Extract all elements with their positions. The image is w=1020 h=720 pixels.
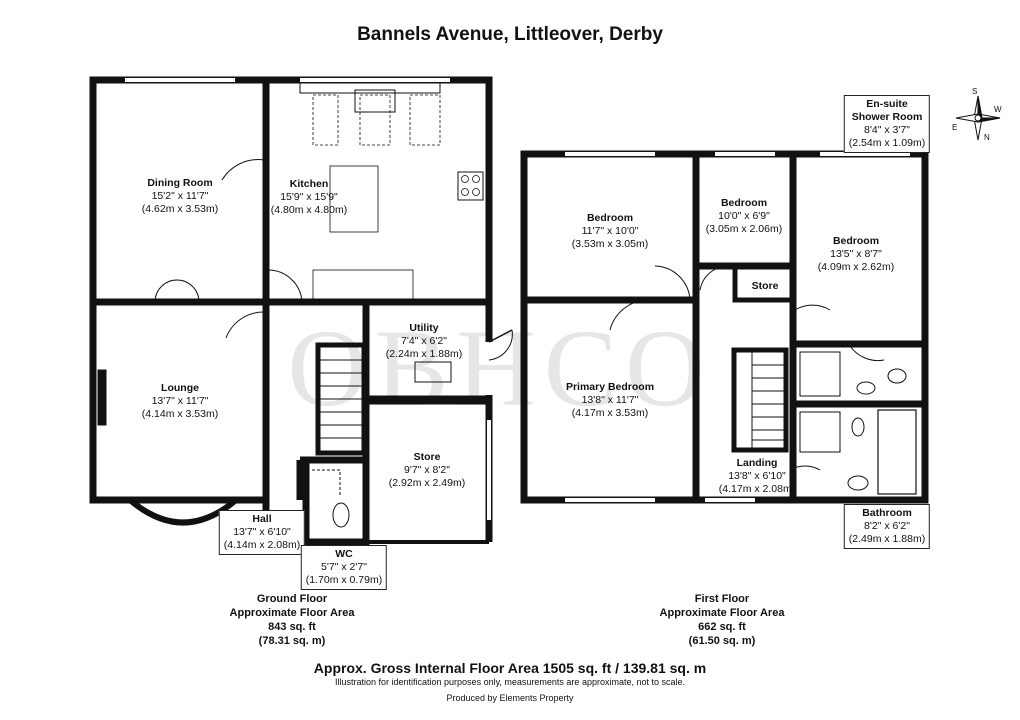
- first-stair-treads: [751, 350, 786, 450]
- room-size-metric: (4.09m x 2.62m): [817, 261, 895, 273]
- room-label-wc: WC 5'7" x 2'7" (1.70m x 0.79m): [300, 545, 388, 590]
- room-size-metric: (3.53m x 3.05m): [571, 238, 649, 250]
- room-size-imperial: 13'7" x 6'10": [233, 526, 291, 538]
- room-label-store-ground: Store 9'7" x 8'2" (2.92m x 2.49m): [389, 451, 465, 490]
- room-name: Bedroom: [832, 235, 880, 247]
- room-name: Lounge: [161, 382, 199, 394]
- room-label-landing: Landing 13'8" x 6'10" (4.17m x 2.08m): [719, 457, 795, 496]
- room-size-imperial: 5'7" x 2'7": [321, 561, 367, 573]
- room-name: Utility: [409, 322, 439, 334]
- room-size-imperial: 10'0" x 6'9": [718, 210, 770, 222]
- room-size-metric: (2.54m x 1.09m): [848, 137, 926, 149]
- room-size-metric: (4.80m x 4.80m): [270, 204, 348, 216]
- compass: S W E N: [952, 87, 1002, 142]
- room-label-ensuite: En-suite Shower Room 8'4" x 3'7" (2.54m …: [843, 95, 931, 153]
- room-name: Kitchen: [289, 178, 329, 190]
- room-size-imperial: 15'9" x 15'9": [280, 191, 338, 203]
- room-name: Landing: [736, 457, 778, 469]
- kitchen-island: [329, 165, 379, 233]
- ground-floor-caption: Ground Floor Approximate Floor Area 843 …: [230, 592, 355, 648]
- room-size-imperial: 9'7" x 8'2": [404, 464, 450, 476]
- bathroom-shower: [799, 411, 841, 453]
- room-label-hall: Hall 13'7" x 6'10" (4.14m x 2.08m): [218, 510, 306, 555]
- room-name: Store: [413, 451, 441, 463]
- room-size-imperial: 15'2" x 11'7": [151, 190, 209, 202]
- caption-line2: Approximate Floor Area: [229, 607, 355, 619]
- produced-by: Produced by Elements Property: [446, 693, 574, 703]
- room-size-metric: (4.17m x 3.53m): [571, 407, 649, 419]
- bathroom-walls: [789, 400, 929, 504]
- room-size-metric: (2.24m x 1.88m): [385, 348, 463, 360]
- ensuite-shower: [799, 351, 841, 397]
- ground-stair-treads: [318, 359, 364, 439]
- room-label-bedroom2: Bedroom 10'0" x 6'9" (3.05m x 2.06m): [706, 197, 782, 236]
- wc-walls: [302, 456, 370, 546]
- room-size-imperial: 13'7" x 11'7": [151, 395, 209, 407]
- room-size-metric: (1.70m x 0.79m): [305, 574, 383, 586]
- first-floor-caption: First Floor Approximate Floor Area 662 s…: [660, 592, 785, 648]
- plan-title: Bannels Avenue, Littleover, Derby: [357, 24, 663, 45]
- bath: [877, 409, 917, 495]
- first-stairs: [731, 347, 789, 453]
- room-size-imperial: 7'4" x 6'2": [401, 335, 447, 347]
- room-name: Store: [751, 280, 779, 292]
- caption-line3: 843 sq. ft: [268, 621, 316, 633]
- caption-line4: (61.50 sq. m): [688, 635, 756, 647]
- gross-floor-area: Approx. Gross Internal Floor Area 1505 s…: [313, 660, 707, 676]
- utility-sink: [414, 361, 452, 383]
- room-size-metric: (2.92m x 2.49m): [388, 477, 466, 489]
- room-label-bedroom3: Bedroom 13'5" x 8'7" (4.09m x 2.62m): [818, 235, 894, 274]
- room-size-imperial: 11'7" x 10'0": [581, 225, 639, 237]
- caption-line1: First Floor: [694, 593, 750, 605]
- caption-line4: (78.31 sq. m): [258, 635, 326, 647]
- compass-s: S: [972, 87, 977, 96]
- hob: [457, 171, 484, 201]
- room-size-imperial: 13'8" x 11'7": [581, 394, 639, 406]
- compass-n: N: [984, 133, 990, 142]
- room-label-dining: Dining Room 15'2" x 11'7" (4.62m x 3.53m…: [142, 177, 218, 216]
- room-label-store-first: Store: [752, 280, 779, 293]
- room-label-bathroom: Bathroom 8'2" x 6'2" (2.49m x 1.88m): [843, 504, 931, 549]
- room-label-kitchen: Kitchen 15'9" x 15'9" (4.80m x 4.80m): [271, 178, 347, 217]
- room-label-primary-bedroom: Primary Bedroom 13'8" x 11'7" (4.17m x 3…: [566, 381, 654, 420]
- caption-line3: 662 sq. ft: [698, 621, 746, 633]
- room-size-imperial: 13'8" x 6'10": [728, 470, 786, 482]
- room-size-metric: (4.14m x 3.53m): [141, 408, 219, 420]
- room-size-imperial: 13'5" x 8'7": [830, 248, 882, 260]
- room-size-metric: (4.62m x 3.53m): [141, 203, 219, 215]
- kitchen-sink: [354, 89, 396, 113]
- room-name: Bedroom: [720, 197, 768, 209]
- room-name: WC: [335, 548, 353, 560]
- caption-line1: Ground Floor: [256, 593, 328, 605]
- room-name-line2: Shower Room: [851, 111, 923, 123]
- watermark: OBHCO: [287, 307, 712, 429]
- caption-line2: Approximate Floor Area: [659, 607, 785, 619]
- room-name: Dining Room: [147, 177, 213, 189]
- room-label-bedroom1: Bedroom 11'7" x 10'0" (3.53m x 3.05m): [572, 212, 648, 251]
- room-name: Bathroom: [862, 507, 912, 519]
- room-size-imperial: 8'2" x 6'2": [864, 520, 910, 532]
- room-label-lounge: Lounge 13'7" x 11'7" (4.14m x 3.53m): [142, 382, 218, 421]
- room-name: Bedroom: [586, 212, 634, 224]
- bay-window-inner: [133, 502, 233, 521]
- room-size-metric: (4.17m x 2.08m): [718, 483, 796, 495]
- room-label-utility: Utility 7'4" x 6'2" (2.24m x 1.88m): [386, 322, 462, 361]
- room-size-imperial: 8'4" x 3'7": [864, 124, 910, 136]
- room-size-metric: (3.05m x 2.06m): [705, 223, 783, 235]
- room-name: Hall: [252, 513, 272, 525]
- room-name: Primary Bedroom: [565, 381, 655, 393]
- disclaimer: Illustration for identification purposes…: [334, 677, 685, 687]
- room-name: En-suite: [866, 98, 908, 110]
- room-size-metric: (2.49m x 1.88m): [848, 533, 926, 545]
- store-first-walls: [732, 263, 796, 303]
- compass-e: E: [952, 123, 957, 132]
- room-size-metric: (4.14m x 2.08m): [223, 539, 301, 551]
- compass-w: W: [994, 105, 1002, 114]
